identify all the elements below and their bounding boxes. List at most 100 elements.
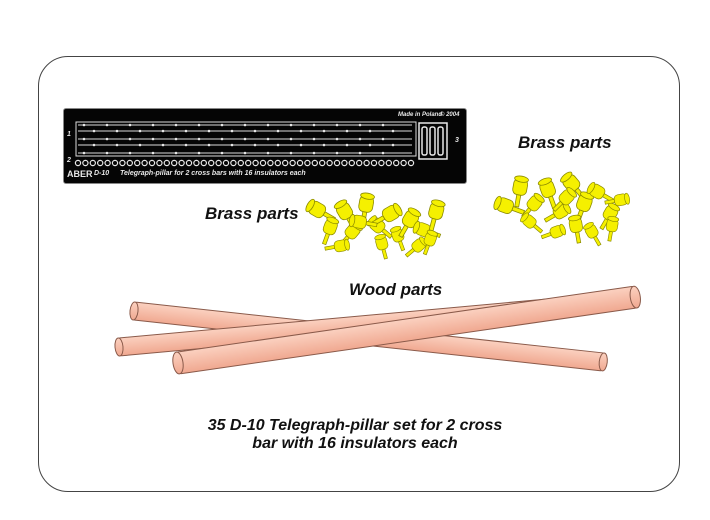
fret-dot	[312, 123, 316, 127]
fret-dot	[220, 123, 224, 127]
fret-dot	[105, 151, 109, 155]
fret-insulator-ring	[311, 159, 318, 167]
fret-dot	[92, 129, 96, 133]
fret-dot	[174, 151, 178, 155]
pe-title-text: Telegraph-pillar for 2 cross bars with 1…	[120, 170, 306, 177]
fret-dot	[82, 137, 86, 141]
fret-dot	[220, 137, 224, 141]
fret-insulator-ring	[156, 159, 163, 167]
pe-part-number-3: 3	[455, 137, 459, 144]
fret-dot	[197, 123, 201, 127]
fret-dot	[391, 143, 395, 147]
caption-line-1: 35 D-10 Telegraph-pillar set for 2 cross	[207, 417, 503, 434]
fret-insulator-ring	[267, 159, 274, 167]
fret-dot	[82, 123, 86, 127]
fret-dot	[289, 123, 293, 127]
fret-insulator-ring	[252, 159, 259, 167]
fret-dot	[230, 129, 234, 133]
fret-insulator-ring	[185, 159, 193, 167]
label-wood-parts: Wood parts	[349, 280, 443, 299]
fret-insulator-ring	[274, 159, 281, 167]
fret-insulator-ring	[178, 159, 185, 167]
fret-dot	[197, 151, 201, 155]
fret-dot	[243, 123, 247, 127]
fret-insulator-ring	[193, 159, 200, 167]
fret-insulator-ring	[104, 159, 111, 167]
fret-insulator-ring	[133, 159, 141, 167]
photo-etched-fret: Made in Poland © 2004 1 2 3 ABER D-10 Te…	[63, 108, 467, 184]
fret-insulator-ring	[207, 159, 215, 167]
fret-insulator-ring	[378, 159, 385, 167]
fret-dot	[174, 123, 178, 127]
fret-insulator-ring	[370, 159, 378, 167]
fret-dot	[184, 143, 188, 147]
fret-dot	[335, 137, 339, 141]
fret-dot	[151, 151, 155, 155]
fret-dot	[128, 151, 132, 155]
fret-dot	[368, 129, 372, 133]
fret-dot	[243, 151, 247, 155]
fret-dot	[207, 129, 211, 133]
fret-insulator-ring	[326, 159, 333, 167]
fret-dot	[253, 129, 257, 133]
fret-insulator-ring	[97, 159, 104, 167]
fret-insulator-ring	[119, 159, 126, 167]
fret-insulator-ring	[393, 159, 400, 167]
fret-dot	[115, 129, 119, 133]
fret-insulator-ring	[200, 159, 207, 167]
fret-dot	[128, 137, 132, 141]
fret-insulator-ring	[170, 159, 178, 167]
pe-brand-logo: ABER	[67, 169, 93, 179]
caption-line-2: bar with 16 insulators each	[252, 435, 458, 452]
fret-dot	[82, 151, 86, 155]
fret-dot	[335, 123, 339, 127]
fret-dot	[368, 143, 372, 147]
fret-dot	[335, 151, 339, 155]
fret-dot	[138, 129, 142, 133]
fret-insulator-ring	[296, 159, 304, 167]
fret-dot	[299, 129, 303, 133]
fret-dot	[312, 137, 316, 141]
fret-dot	[243, 137, 247, 141]
pe-code-text: D-10	[94, 170, 110, 177]
fret-dot	[115, 143, 119, 147]
fret-dot	[230, 143, 234, 147]
fret-dot	[151, 137, 155, 141]
fret-dot	[381, 123, 385, 127]
fret-dot	[197, 137, 201, 141]
fret-dot	[266, 123, 270, 127]
fret-dot	[276, 129, 280, 133]
fret-dot	[105, 137, 109, 141]
fret-dot	[381, 151, 385, 155]
fret-insulator-ring	[74, 159, 82, 167]
fret-insulator-ring	[111, 159, 119, 167]
product-caption: 35 D-10 Telegraph-pillar set for 2 cross…	[160, 417, 550, 453]
fret-dot	[358, 151, 362, 155]
fret-insulator-ring	[163, 159, 171, 167]
fret-dot	[276, 143, 280, 147]
fret-dot	[207, 143, 211, 147]
label-brass-parts-right: Brass parts	[518, 133, 612, 152]
fret-insulator-ring	[356, 159, 363, 167]
fret-insulator-ring	[230, 159, 237, 167]
fret-dot	[184, 129, 188, 133]
fret-dot	[289, 151, 293, 155]
fret-dot	[345, 129, 349, 133]
fret-dot	[299, 143, 303, 147]
fret-insulator-ring	[237, 159, 244, 167]
fret-insulator-ring	[400, 159, 407, 167]
fret-insulator-ring	[341, 159, 348, 167]
pe-copyright-text: © 2004	[440, 112, 460, 118]
fret-dot	[128, 123, 132, 127]
label-brass-parts-left: Brass parts	[205, 204, 299, 223]
fret-parts-drawing	[74, 121, 448, 167]
fret-insulator-ring	[385, 159, 392, 167]
rounded-frame	[38, 56, 680, 492]
fret-insulator-ring	[141, 159, 148, 167]
fret-dot	[105, 123, 109, 127]
fret-insulator-ring	[148, 159, 156, 167]
fret-dot	[138, 143, 142, 147]
fret-dot	[391, 129, 395, 133]
fret-dot	[92, 143, 96, 147]
fret-dot	[220, 151, 224, 155]
